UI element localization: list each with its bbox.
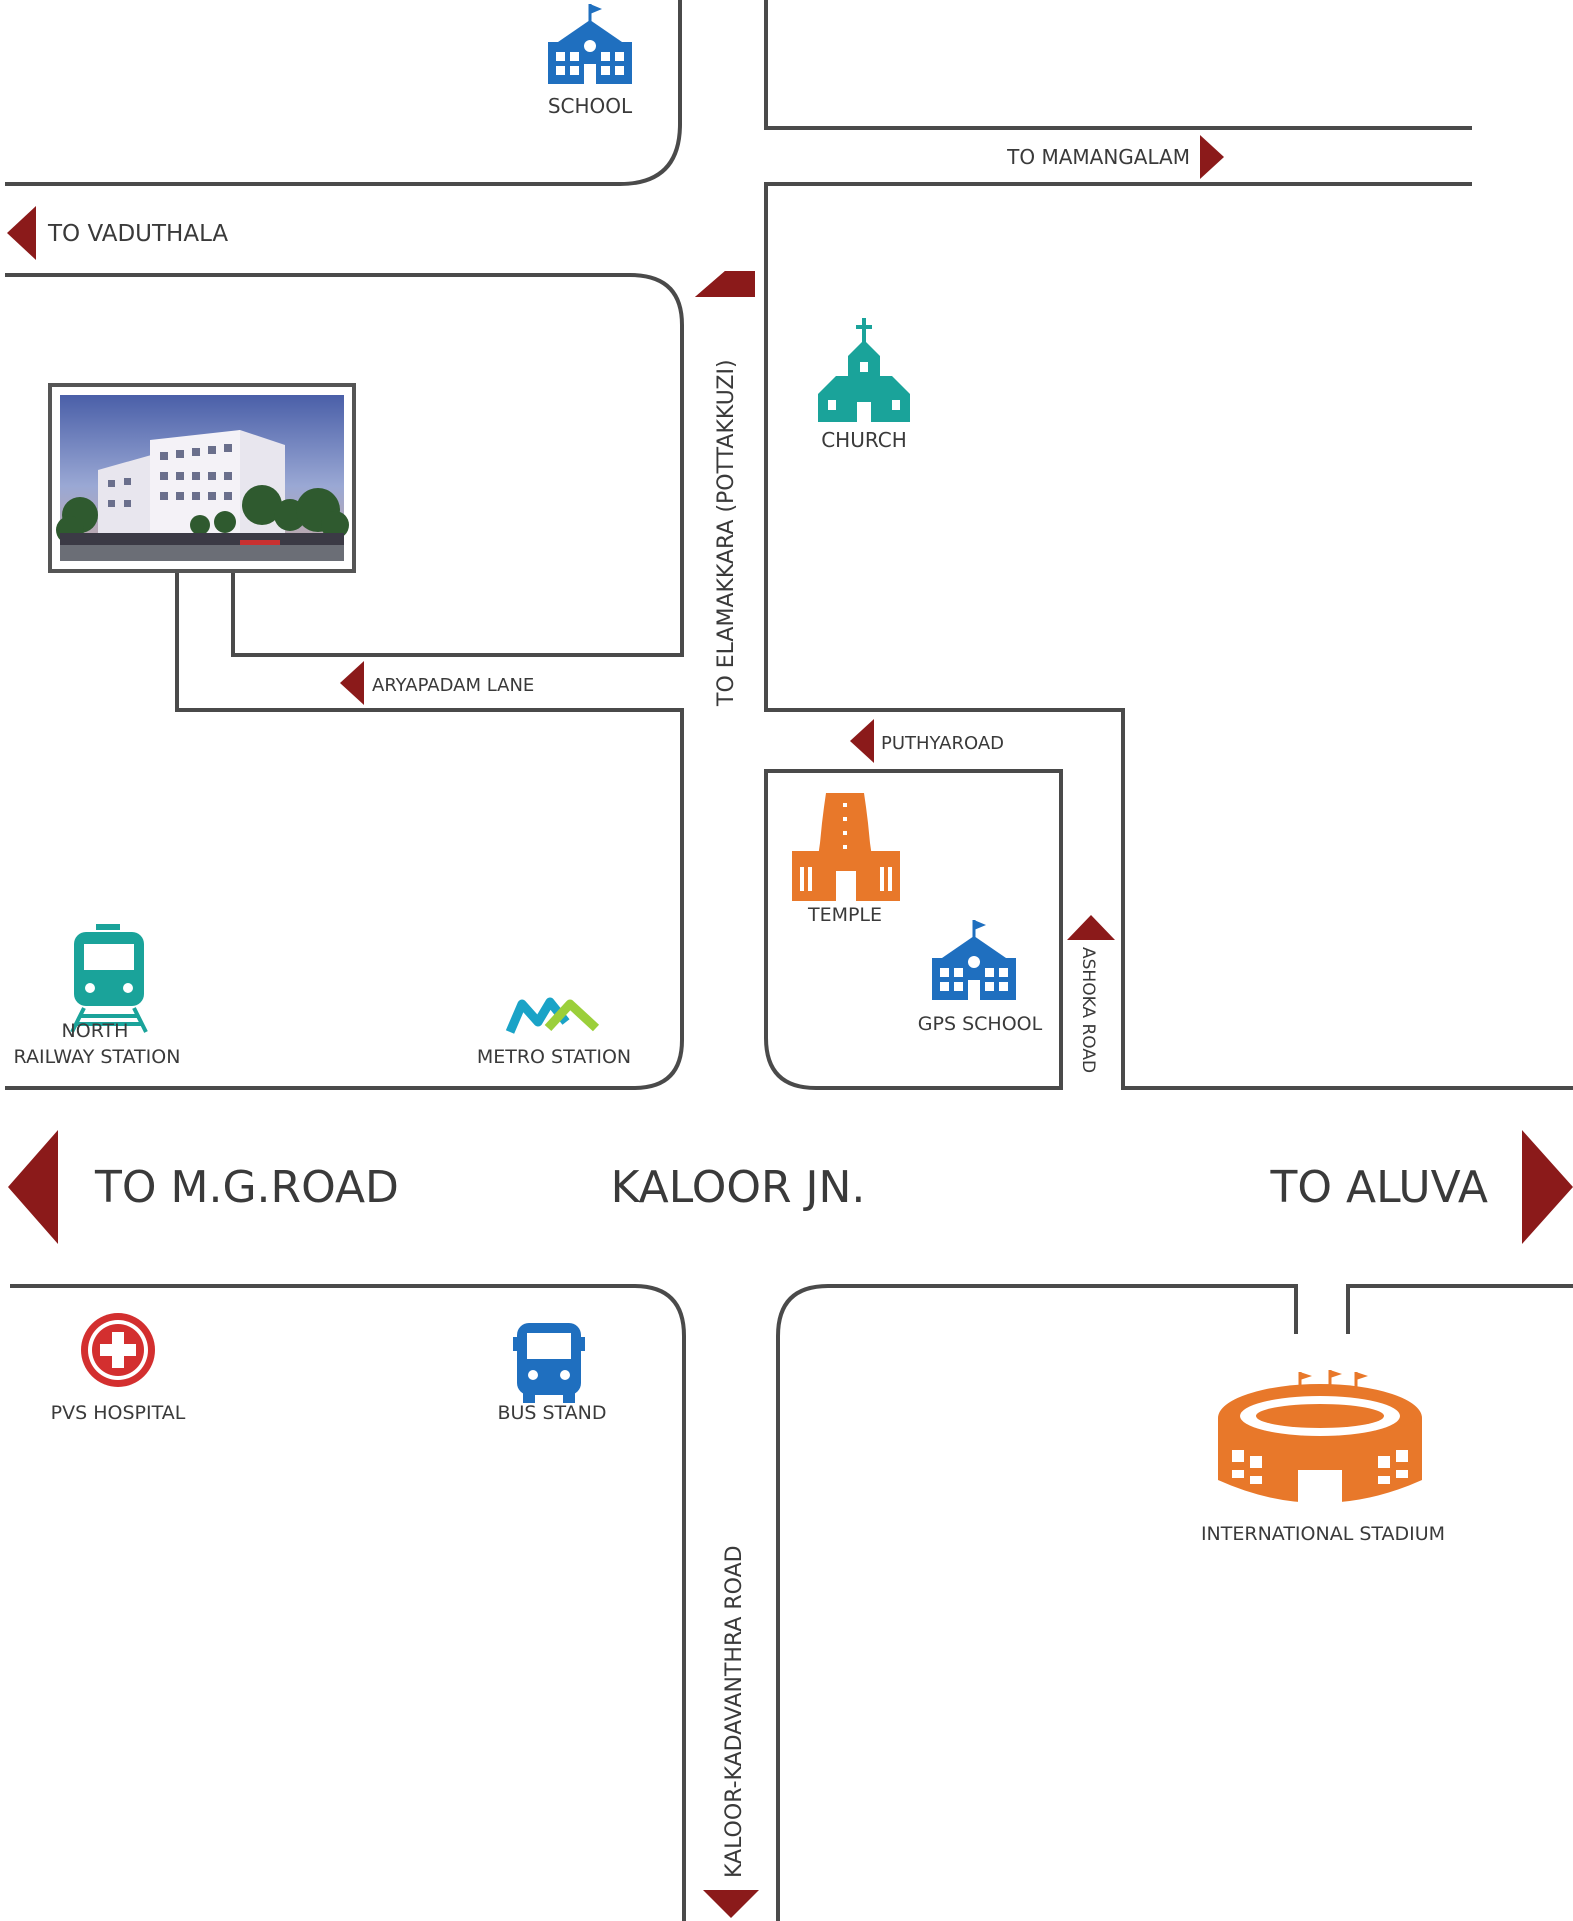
arrow-kadavanthra (703, 1890, 759, 1918)
road-edge (764, 182, 1573, 1090)
junction-label: KALOOR JN. (611, 1162, 866, 1213)
railway-label-1: NORTH (62, 1020, 129, 1042)
road-edge (764, 769, 1063, 1090)
kadavanthra-label: KALOOR-KADAVANTHRA ROAD (722, 1545, 747, 1878)
road-network (5, 0, 1573, 1921)
school-icon (548, 4, 632, 84)
hospital-label: PVS HOSPITAL (51, 1402, 186, 1424)
church-label: CHURCH (821, 428, 907, 452)
road-edge (5, 273, 684, 657)
project-building-photo (48, 383, 356, 573)
aryapadam-label: ARYAPADAM LANE (372, 675, 534, 696)
road-edge (1346, 1284, 1573, 1334)
arrow-aluva (1522, 1130, 1573, 1244)
metro-icon (505, 997, 600, 1034)
direction-arrows (7, 135, 1573, 1918)
arrow-vaduthala (7, 206, 36, 260)
bus-stand-label: BUS STAND (497, 1402, 606, 1424)
arrow-aryapadam (340, 661, 364, 705)
stadium-icon (1218, 1370, 1422, 1504)
metro-label: METRO STATION (477, 1046, 631, 1068)
road-edge (764, 0, 1472, 130)
arrow-elamakkara-head (695, 271, 755, 297)
gps-school-label: GPS SCHOOL (918, 1013, 1043, 1035)
church-icon (818, 318, 910, 422)
school-icon (932, 920, 1016, 1000)
train-icon (70, 924, 148, 1033)
road-edge (5, 568, 684, 1090)
mamangalam-label: TO MAMANGALAM (1006, 145, 1190, 169)
elamakkara-label: TO ELAMAKKARA (POTTAKKUZI) (714, 359, 739, 707)
road-edge (776, 1284, 1298, 1921)
vaduthala-label: TO VADUTHALA (47, 221, 228, 247)
railway-label-2: RAILWAY STATION (14, 1046, 181, 1068)
arrow-puthyaroad (850, 719, 874, 763)
road-edge (5, 0, 682, 186)
ashoka-label: ASHOKA ROAD (1078, 947, 1098, 1073)
arrow-ashoka (1067, 915, 1115, 940)
temple-label: TEMPLE (807, 904, 882, 926)
school-label: SCHOOL (548, 94, 633, 118)
arrow-mamangalam (1200, 135, 1224, 179)
road-edge (10, 1284, 686, 1921)
bus-icon (513, 1323, 585, 1403)
aluva-label: TO ALUVA (1269, 1162, 1488, 1213)
puthyaroad-label: PUTHYAROAD (881, 733, 1004, 754)
hospital-icon (81, 1313, 155, 1387)
map-labels: SCHOOL TO MAMANGALAM TO VADUTHALA CHURCH… (14, 94, 1488, 1878)
mg-road-label: TO M.G.ROAD (94, 1162, 399, 1213)
temple-icon (792, 793, 900, 901)
stadium-label: INTERNATIONAL STADIUM (1201, 1523, 1445, 1545)
arrow-mg-road (8, 1130, 58, 1244)
